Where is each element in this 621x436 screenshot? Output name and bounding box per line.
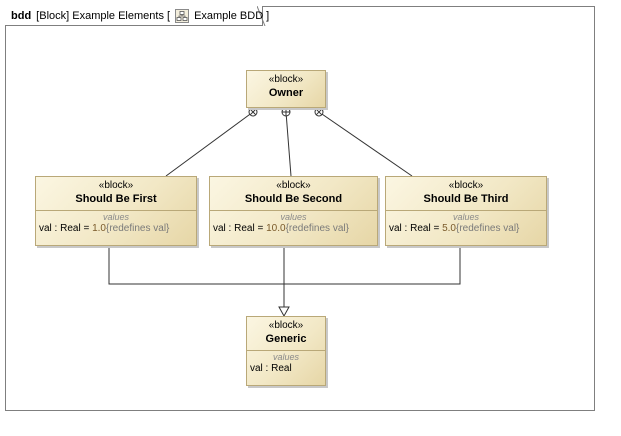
values-compartment: values val : Real = 5.0{redefines val} bbox=[386, 210, 546, 236]
block-stereotype: «block» bbox=[276, 180, 311, 191]
block-generic[interactable]: «block» Generic values val : Real bbox=[246, 316, 326, 386]
default-value: 10.0 bbox=[266, 223, 286, 234]
frame-tab-notch bbox=[257, 6, 271, 26]
values-compartment: values val : Real = 10.0{redefines val} bbox=[210, 210, 377, 236]
property-constraint: {redefines val} bbox=[106, 223, 170, 234]
containment-owner-first[interactable] bbox=[165, 111, 254, 177]
generalization-arrowhead-icon bbox=[278, 306, 290, 318]
property-constraint: {redefines val} bbox=[456, 223, 520, 234]
property-declaration: val : Real = bbox=[213, 223, 267, 234]
block-owner[interactable]: «block» Owner bbox=[246, 70, 326, 108]
property-declaration: val : Real bbox=[250, 363, 292, 374]
frame-kind: bdd bbox=[11, 10, 32, 22]
generalization-first[interactable] bbox=[108, 248, 284, 285]
diagram-frame bbox=[5, 6, 595, 411]
block-stereotype: «block» bbox=[268, 74, 304, 85]
frame-close-bracket: ] bbox=[266, 10, 270, 22]
default-value: 5.0 bbox=[442, 223, 456, 234]
block-should-be-first[interactable]: «block» Should Be First values val : Rea… bbox=[35, 176, 197, 246]
property-constraint: {redefines val} bbox=[285, 223, 349, 234]
generalization-third[interactable] bbox=[284, 248, 461, 285]
compartment-title: values bbox=[452, 212, 479, 222]
containment-marker-first-icon bbox=[248, 107, 258, 117]
block-name: Should Be Second bbox=[244, 193, 343, 205]
block-stereotype: «block» bbox=[268, 320, 304, 331]
block-name: Should Be Third bbox=[423, 193, 509, 205]
value-property[interactable]: val : Real bbox=[250, 362, 322, 376]
frame-diagram-name[interactable]: Example BDD bbox=[194, 10, 264, 22]
bdd-diagram-icon bbox=[175, 9, 190, 23]
block-stereotype: «block» bbox=[98, 180, 134, 191]
compartment-title: values bbox=[272, 352, 299, 362]
values-compartment: values val : Real bbox=[247, 350, 325, 376]
containment-marker-third-icon bbox=[314, 107, 324, 117]
frame-header-tab bbox=[5, 6, 263, 26]
default-value: 1.0 bbox=[92, 223, 106, 234]
compartment-title: values bbox=[280, 212, 307, 222]
values-compartment: values val : Real = 1.0{redefines val} bbox=[36, 210, 196, 236]
containment-owner-second[interactable] bbox=[285, 111, 292, 177]
frame-context: [Block] Example Elements [ bbox=[36, 10, 171, 22]
containment-marker-second-icon bbox=[281, 107, 291, 117]
block-should-be-second[interactable]: «block» Should Be Second values val : Re… bbox=[209, 176, 378, 246]
block-name: Generic bbox=[265, 333, 307, 345]
value-property[interactable]: val : Real = 1.0{redefines val} bbox=[39, 222, 193, 236]
block-name: Owner bbox=[268, 87, 304, 99]
property-declaration: val : Real = bbox=[39, 223, 93, 234]
value-property[interactable]: val : Real = 5.0{redefines val} bbox=[389, 222, 543, 236]
block-should-be-third[interactable]: «block» Should Be Third values val : Rea… bbox=[385, 176, 547, 246]
containment-owner-third[interactable] bbox=[318, 111, 413, 177]
compartment-title: values bbox=[102, 212, 129, 222]
frame-header: bdd [Block] Example Elements [ Example B… bbox=[11, 9, 269, 23]
value-property[interactable]: val : Real = 10.0{redefines val} bbox=[213, 222, 374, 236]
block-name: Should Be First bbox=[75, 193, 157, 205]
block-stereotype: «block» bbox=[448, 180, 484, 191]
property-declaration: val : Real = bbox=[389, 223, 443, 234]
